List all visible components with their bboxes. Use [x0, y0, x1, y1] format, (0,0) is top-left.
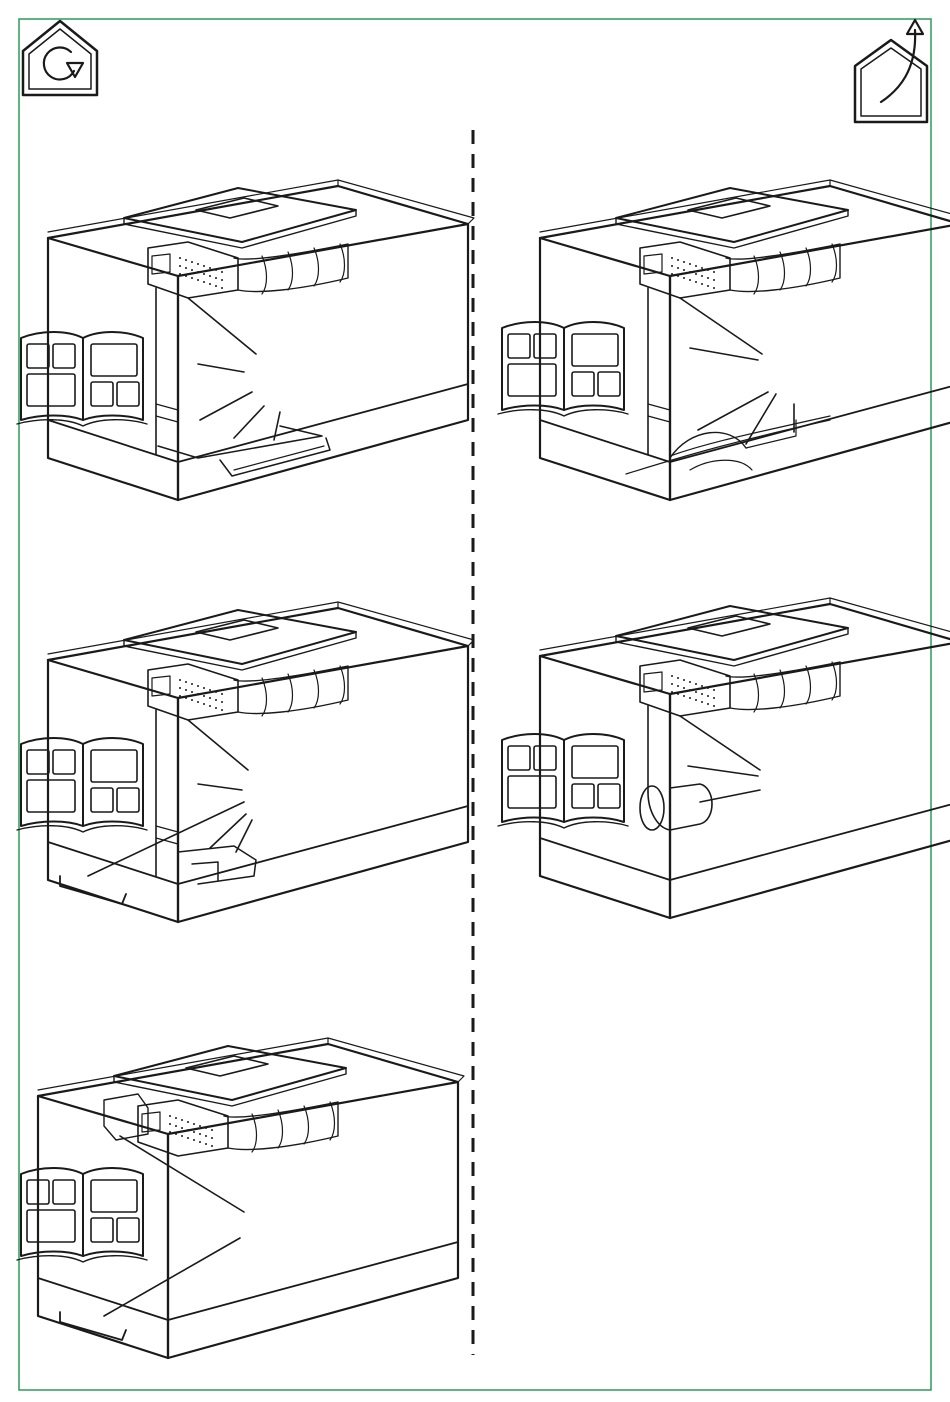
- instruction-book-icon: [17, 1168, 147, 1262]
- instruction-book-icon: [498, 322, 628, 416]
- panel-recirculation-3: [38, 1038, 464, 1358]
- panel-extraction-1: [540, 180, 950, 500]
- instruction-book-icon: [17, 738, 147, 832]
- instruction-book-icon: [498, 734, 628, 828]
- panel-recirculation-1: [48, 180, 474, 500]
- instruction-book-icon: [17, 332, 147, 426]
- extraction-house-icon: [855, 20, 927, 122]
- recirculation-house-icon: [23, 21, 97, 95]
- panel-extraction-2: [540, 598, 950, 918]
- panel-recirculation-2: [48, 602, 474, 922]
